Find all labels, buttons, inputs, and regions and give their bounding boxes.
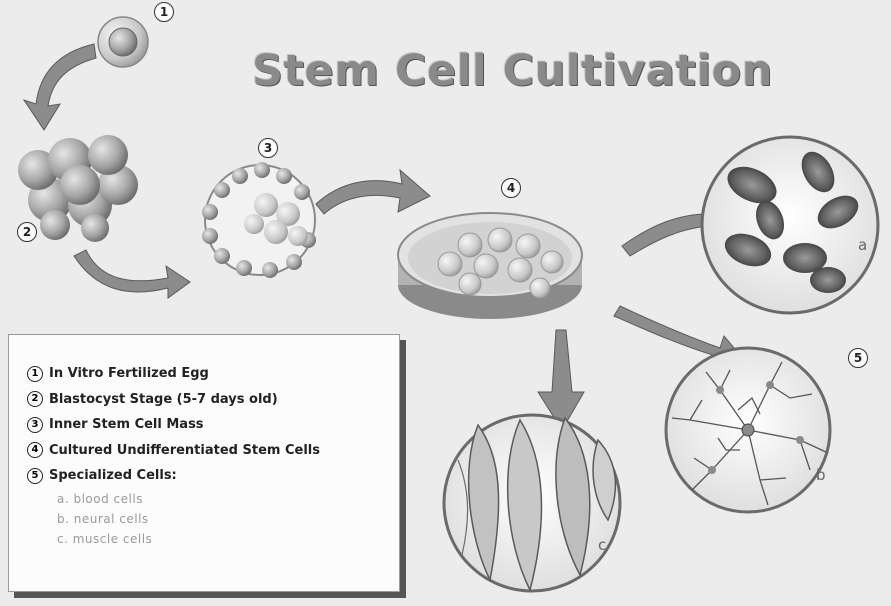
legend-item: 1 In Vitro Fertilized Egg (27, 361, 399, 387)
step-marker-2: 2 (17, 222, 37, 242)
inner-cell-mass (202, 162, 316, 278)
legend-item: 3 Inner Stem Cell Mass (27, 412, 399, 438)
legend-number: 3 (27, 417, 43, 433)
muscle-cells-letter: c (598, 536, 606, 554)
arrow-egg-to-blastocyst (24, 44, 96, 130)
legend-label: Blastocyst Stage (5-7 days old) (49, 392, 278, 407)
legend-sub-item: a. blood cells (27, 489, 399, 509)
legend-item: 4 Cultured Undifferentiated Stem Cells (27, 438, 399, 464)
legend-number: 2 (27, 391, 43, 407)
legend-sub-label: a. blood cells (57, 492, 143, 506)
legend-label: In Vitro Fertilized Egg (49, 366, 209, 381)
step-marker-4: 4 (501, 178, 521, 198)
arrow-blastocyst-to-mass (74, 250, 190, 298)
muscle-cells-circle (444, 415, 620, 591)
neural-cells-circle (666, 348, 830, 512)
step-marker-5: 5 (848, 348, 868, 368)
page-title: Stem Cell Cultivation (252, 46, 852, 96)
legend-sub-label: c. muscle cells (57, 532, 152, 546)
legend-number: 4 (27, 442, 43, 458)
legend-label: Specialized Cells: (49, 468, 177, 483)
petri-dish (398, 213, 582, 319)
step-marker-1: 1 (154, 2, 174, 22)
step-marker-3: 3 (258, 138, 278, 158)
legend-item: 2 Blastocyst Stage (5-7 days old) (27, 387, 399, 413)
legend-number: 5 (27, 468, 43, 484)
legend-item: 5 Specialized Cells: (27, 463, 399, 489)
legend-label: Cultured Undifferentiated Stem Cells (49, 443, 320, 458)
blood-cells-circle (702, 137, 878, 313)
legend-sub-item: b. neural cells (27, 509, 399, 529)
arrow-mass-to-culture (316, 170, 430, 214)
fertilized-egg (98, 17, 148, 67)
legend-box: 1 In Vitro Fertilized Egg 2 Blastocyst S… (8, 334, 400, 592)
legend-sub-label: b. neural cells (57, 512, 149, 526)
blastocyst-cluster (18, 135, 138, 242)
legend-label: Inner Stem Cell Mass (49, 417, 204, 432)
legend-sub-item: c. muscle cells (27, 529, 399, 549)
legend-number: 1 (27, 366, 43, 382)
neural-cells-letter: b (816, 466, 826, 484)
blood-cells-letter: a (858, 236, 867, 254)
